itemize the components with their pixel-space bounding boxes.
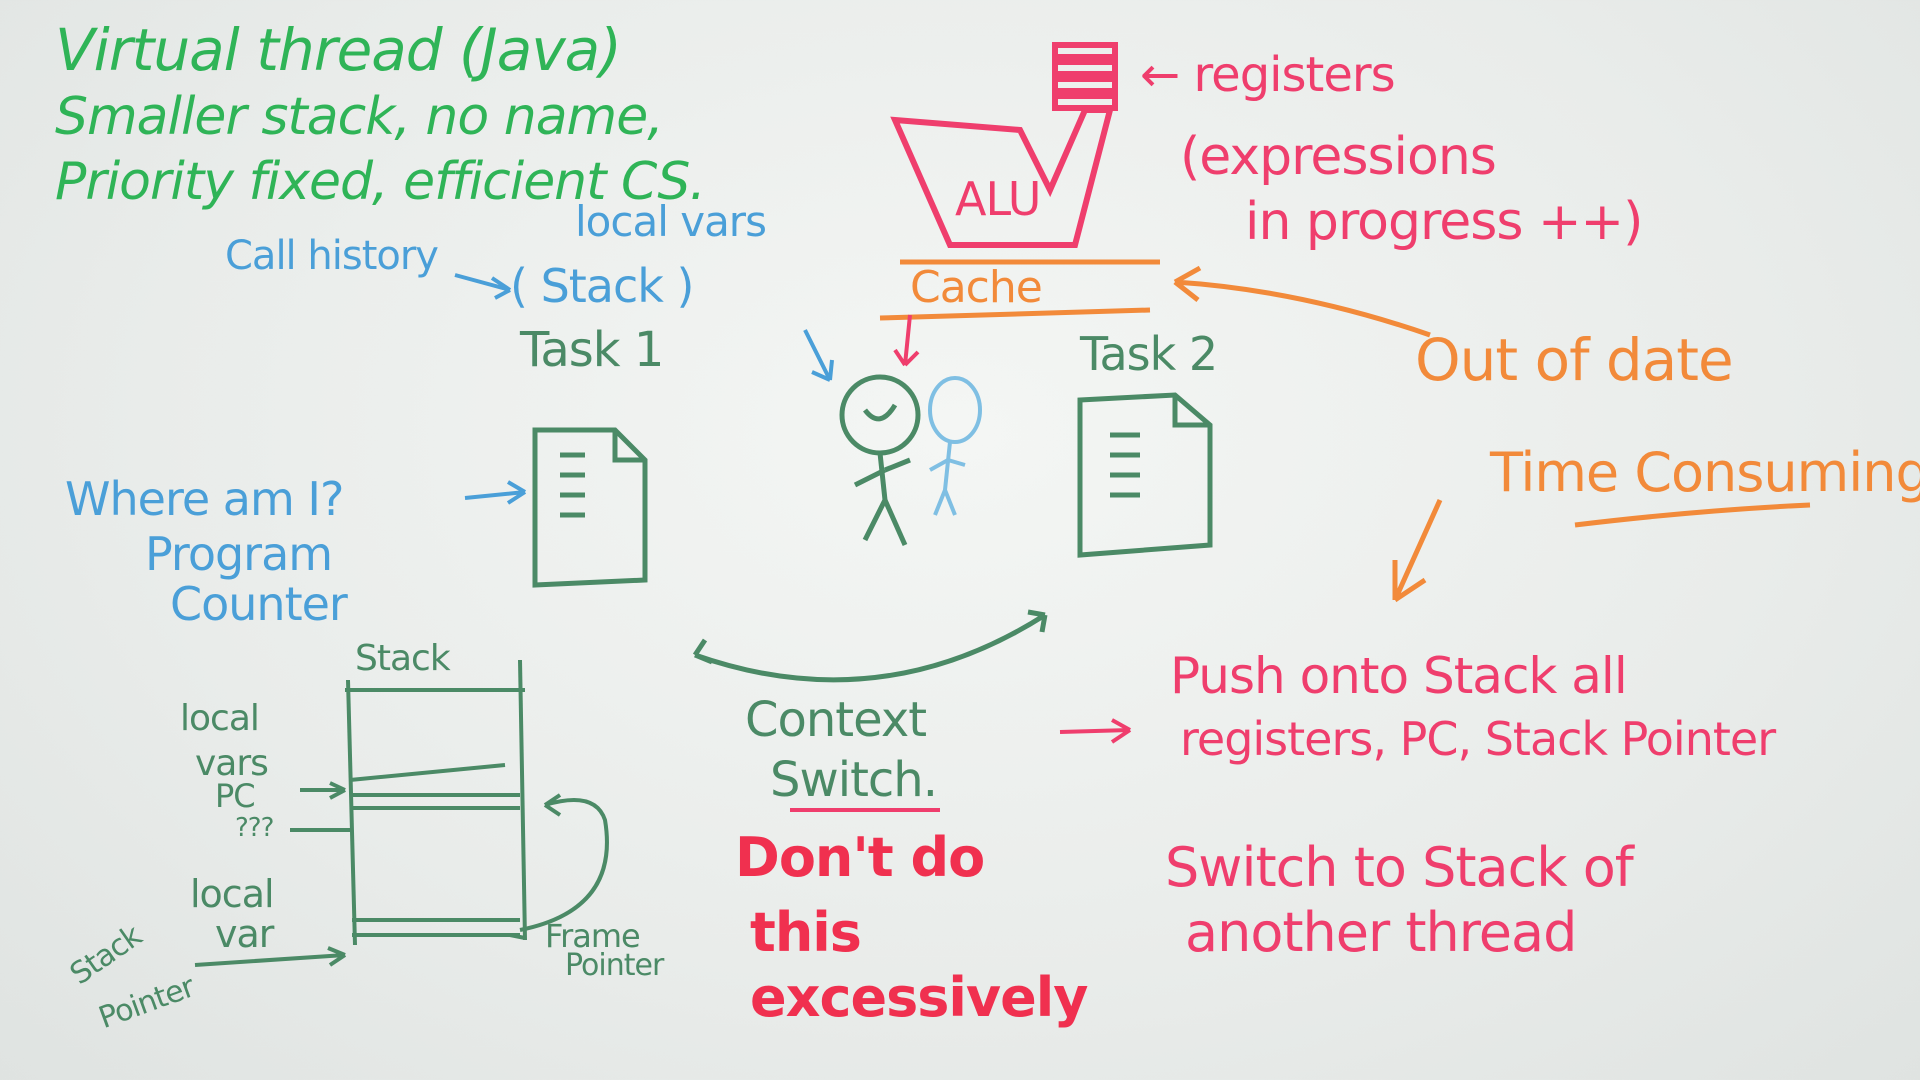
- time-consuming-underline: [1574, 502, 1811, 528]
- warning-line1: Don't do: [735, 826, 985, 889]
- call-history-arrow: [454, 273, 512, 300]
- cache-label: Cache: [910, 262, 1043, 313]
- call-history-label: Call history: [225, 233, 439, 279]
- frame-pointer-label-2: Pointer: [565, 948, 664, 983]
- switch-stack-line2: another thread: [1185, 901, 1577, 964]
- expressions-label: (expressions: [1180, 127, 1497, 187]
- stack-local-label: local: [180, 698, 260, 739]
- out-of-date-label: Out of date: [1415, 326, 1734, 394]
- warning-line2: this: [750, 901, 862, 964]
- stack-vars-label: vars: [195, 743, 269, 784]
- warning-line3: excessively: [750, 966, 1088, 1029]
- frame-pointer-label-1: Frame: [545, 917, 641, 955]
- cache-bottom-line: [879, 307, 1151, 321]
- virtual-thread-title: Virtual thread (Java): [55, 16, 622, 84]
- time-consuming-label: Time Consuming: [1490, 441, 1920, 504]
- stack-unknown-label: ???: [235, 813, 274, 843]
- second-figure: [928, 376, 982, 516]
- in-progress-label: in progress ++): [1245, 192, 1643, 252]
- where-am-i-label: Where am I?: [65, 472, 344, 526]
- registers-label: ← registers: [1140, 47, 1396, 103]
- stack-paren-label: ( Stack ): [510, 259, 694, 313]
- time-consuming-arrow: [1392, 498, 1443, 603]
- alu-shape: [890, 107, 1114, 248]
- switch-label: Switch.: [770, 752, 938, 808]
- program-label: Program: [145, 527, 333, 581]
- task2-document: [1077, 392, 1213, 558]
- stack-title: Stack: [355, 638, 451, 679]
- stack-pc-label: PC: [215, 777, 256, 815]
- switch-stack-line1: Switch to Stack of: [1165, 836, 1634, 899]
- cpu-stick-figure: [839, 374, 921, 547]
- stack-local-var-label: local: [190, 872, 275, 916]
- virtual-thread-line2: Smaller stack, no name,: [55, 87, 664, 147]
- out-of-date-arrow: [1173, 265, 1431, 338]
- push-arrow: [1059, 718, 1132, 744]
- push-line1: Push onto Stack all: [1170, 647, 1628, 705]
- task2-label: Task 2: [1080, 327, 1218, 381]
- where-am-i-arrow: [464, 480, 527, 505]
- task1-label: Task 1: [520, 322, 664, 378]
- stack-var-label: var: [215, 912, 274, 956]
- push-line2: registers, PC, Stack Pointer: [1180, 712, 1776, 766]
- counter-label: Counter: [170, 577, 348, 631]
- cache-to-cpu-arrow: [893, 314, 920, 367]
- registers-stack: [1052, 42, 1118, 111]
- alu-label: ALU: [955, 172, 1041, 226]
- stack-diagram: [194, 659, 609, 967]
- local-vars-label: local vars: [575, 197, 767, 246]
- context-label: Context: [745, 692, 927, 748]
- virtual-thread-line3: Priority fixed, efficient CS.: [55, 152, 706, 212]
- context-switch-arc: [692, 609, 1048, 683]
- task1-document: [532, 427, 648, 588]
- stack-to-cpu-arrow: [803, 329, 834, 382]
